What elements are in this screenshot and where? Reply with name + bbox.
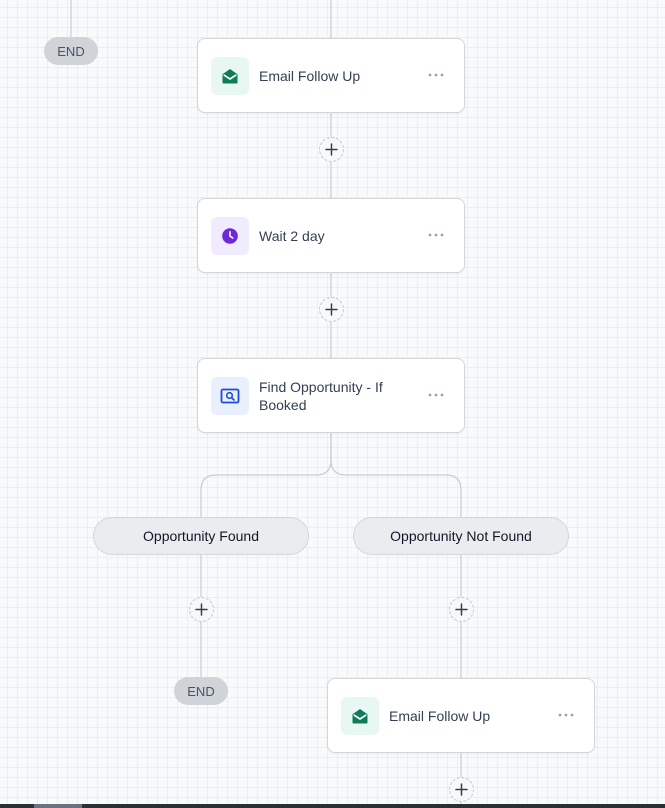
- plus-icon: [455, 603, 468, 616]
- more-horizontal-icon[interactable]: [426, 227, 446, 243]
- add-step-button[interactable]: [449, 777, 474, 802]
- end-marker: END: [44, 37, 98, 65]
- node-label: Wait 2 day: [259, 227, 325, 244]
- more-horizontal-icon[interactable]: [556, 707, 576, 723]
- plus-icon: [455, 783, 468, 796]
- add-step-button[interactable]: [319, 297, 344, 322]
- end-marker: END: [174, 677, 228, 705]
- add-step-button[interactable]: [189, 597, 214, 622]
- plus-icon: [195, 603, 208, 616]
- search-opportunity-icon: [211, 377, 249, 415]
- node-label: Find Opportunity - If Booked: [259, 378, 383, 413]
- end-label: END: [57, 43, 85, 59]
- branch-label: Opportunity Found: [143, 528, 259, 544]
- clock-icon: [211, 217, 249, 255]
- plus-icon: [325, 303, 338, 316]
- more-horizontal-icon[interactable]: [426, 387, 446, 403]
- find-opportunity-node[interactable]: Find Opportunity - If Booked: [197, 358, 465, 433]
- action-node-email-follow-up[interactable]: Email Follow Up: [197, 38, 465, 113]
- horizontal-scrollbar-thumb[interactable]: [34, 804, 82, 808]
- node-label: Email Follow Up: [259, 67, 361, 84]
- branch-label: Opportunity Not Found: [390, 528, 532, 544]
- more-horizontal-icon[interactable]: [426, 67, 446, 83]
- branch-opportunity-not-found[interactable]: Opportunity Not Found: [353, 517, 569, 555]
- action-node-email-follow-up[interactable]: Email Follow Up: [327, 678, 595, 753]
- add-step-button[interactable]: [319, 137, 344, 162]
- branch-opportunity-found[interactable]: Opportunity Found: [93, 517, 309, 555]
- envelope-open-icon: [341, 697, 379, 735]
- wait-node[interactable]: Wait 2 day: [197, 198, 465, 273]
- end-label: END: [187, 683, 215, 699]
- plus-icon: [325, 143, 338, 156]
- add-step-button[interactable]: [449, 597, 474, 622]
- envelope-open-icon: [211, 57, 249, 95]
- node-label: Email Follow Up: [389, 707, 491, 724]
- horizontal-scrollbar-track: [0, 804, 665, 808]
